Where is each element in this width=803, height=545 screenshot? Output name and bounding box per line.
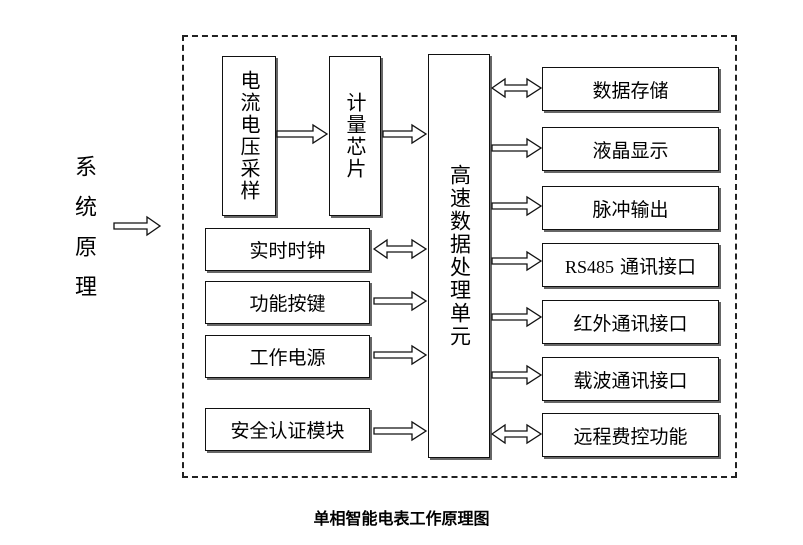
diagram-caption: 单相智能电表工作原理图 <box>313 509 490 528</box>
pulse-output-label: 脉冲输出 <box>592 198 669 221</box>
function-keys-box: 功能按键 <box>205 281 370 324</box>
arrow-processor-to-rs485 <box>491 250 543 272</box>
arrow-processor-storage-bidirectional <box>490 77 543 99</box>
arrow-clock-processor-bidirectional <box>372 238 428 260</box>
function-keys-label: 功能按键 <box>249 293 326 315</box>
infrared-interface-label: 红外通讯接口 <box>573 312 688 335</box>
metering-chip-box: 计量芯片 <box>329 56 381 216</box>
arrow-chip-to-processor <box>382 123 428 145</box>
realtime-clock-label: 实时时钟 <box>249 240 326 262</box>
remote-fee-control-box: 远程费控功能 <box>542 413 719 457</box>
processing-unit-label: 高速数据处理单元 <box>447 164 472 348</box>
arrow-system-to-board <box>113 215 162 237</box>
realtime-clock-box: 实时时钟 <box>205 228 370 271</box>
arrow-processor-feecontrol-bidirectional <box>490 423 543 445</box>
rs485-suffix: 通讯接口 <box>620 255 697 278</box>
security-module-box: 安全认证模块 <box>205 408 370 451</box>
working-power-label: 工作电源 <box>249 347 326 369</box>
lcd-display-box: 液晶显示 <box>542 127 719 171</box>
carrier-interface-label: 载波通讯接口 <box>573 369 688 392</box>
working-power-box: 工作电源 <box>205 335 370 378</box>
current-voltage-sampling-label: 电流电压采样 <box>237 70 261 202</box>
metering-chip-label: 计量芯片 <box>343 92 367 180</box>
processing-unit-box: 高速数据处理单元 <box>428 54 490 458</box>
system-boundary <box>182 35 737 478</box>
lcd-display-label: 液晶显示 <box>592 139 669 162</box>
arrow-processor-to-lcd <box>491 137 543 159</box>
remote-fee-control-label: 远程费控功能 <box>573 425 688 448</box>
arrow-power-to-processor <box>373 344 428 366</box>
infrared-interface-box: 红外通讯接口 <box>542 300 719 344</box>
arrow-security-to-processor <box>373 420 428 442</box>
current-voltage-sampling-box: 电流电压采样 <box>222 56 276 216</box>
data-storage-box: 数据存储 <box>542 67 719 111</box>
arrow-sampling-to-chip <box>276 123 329 145</box>
arrow-processor-to-pulse <box>491 195 543 217</box>
arrow-processor-to-infrared <box>491 306 543 328</box>
carrier-interface-box: 载波通讯接口 <box>542 357 719 401</box>
rs485-interface-box: RS485 通讯接口 <box>542 243 719 287</box>
arrow-keys-to-processor <box>373 290 428 312</box>
rs485-interface-label: RS485 通讯接口 <box>565 252 696 279</box>
rs485-prefix: RS485 <box>564 256 614 277</box>
arrow-processor-to-carrier <box>491 364 543 386</box>
data-storage-label: 数据存储 <box>592 79 669 102</box>
pulse-output-box: 脉冲输出 <box>542 186 719 230</box>
security-module-label: 安全认证模块 <box>230 420 345 442</box>
system-principle-label: 系统原理 <box>71 155 96 315</box>
